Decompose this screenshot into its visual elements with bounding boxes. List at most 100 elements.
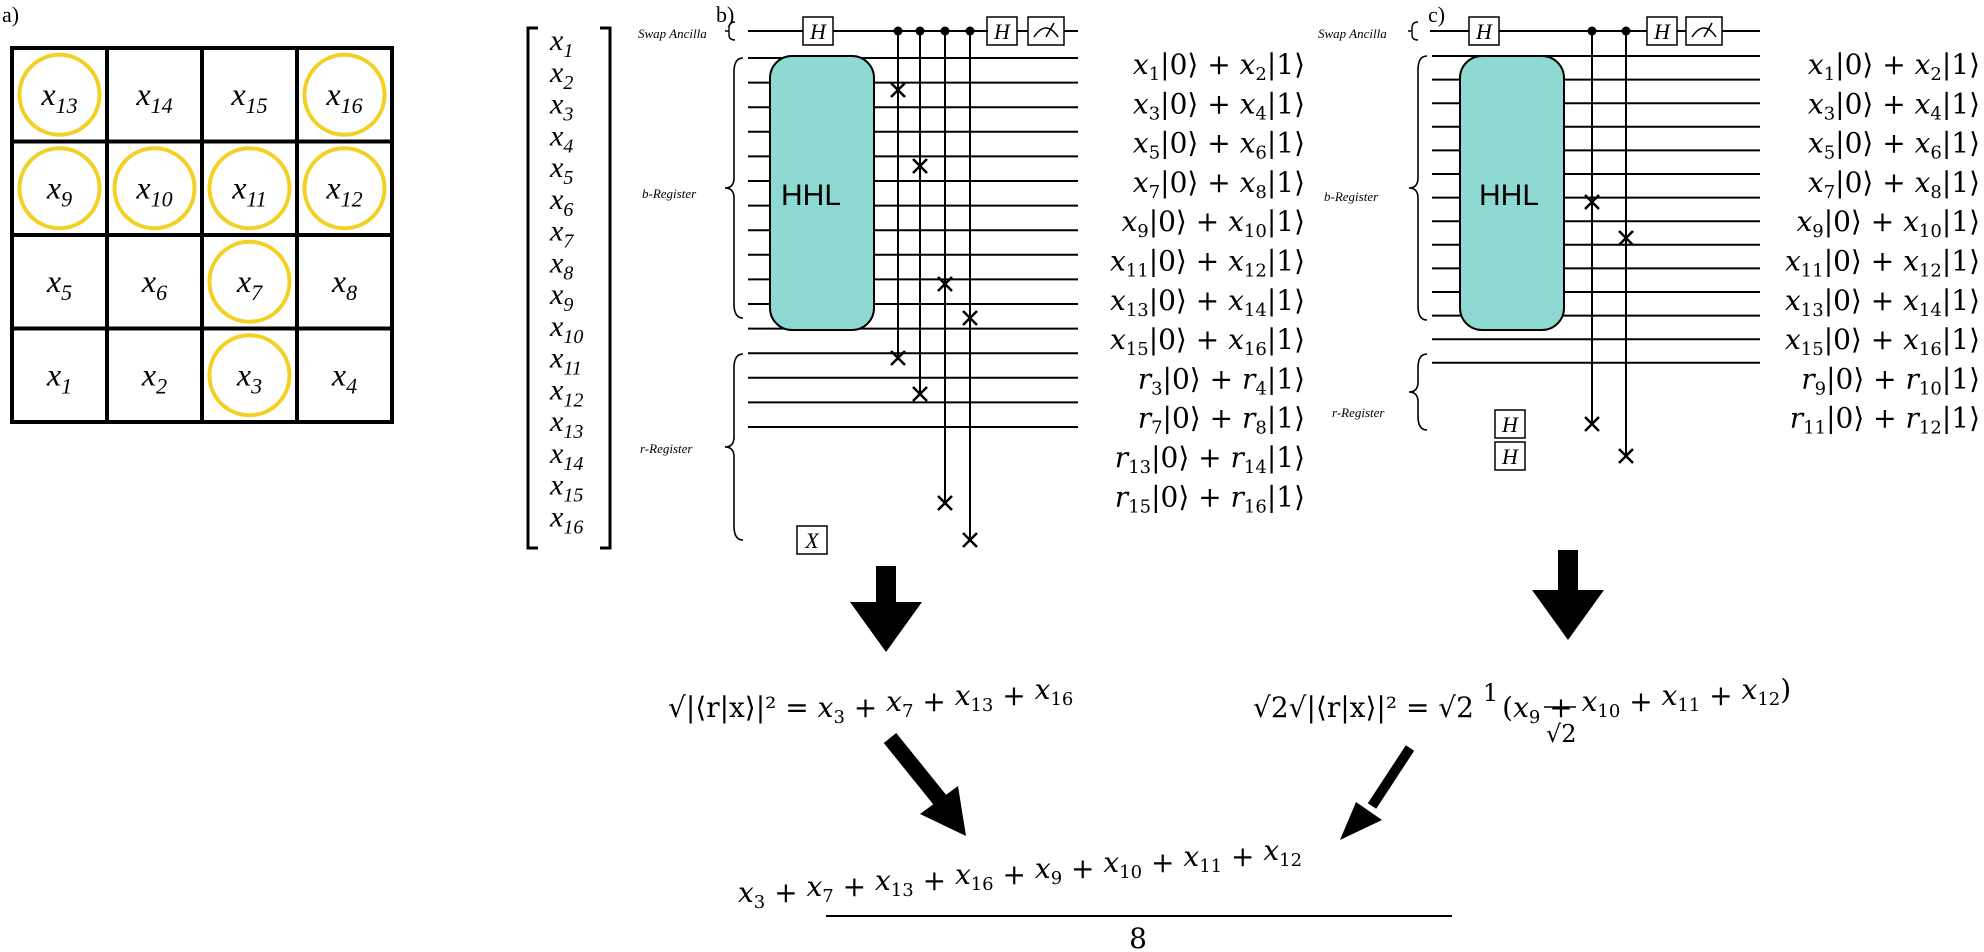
swap-cross — [1618, 230, 1634, 246]
panel-c-states: x1|0⟩ + x2|1⟩x3|0⟩ + x4|1⟩x5|0⟩ + x6|1⟩x… — [1785, 48, 1980, 439]
vector-entry: x13 — [549, 405, 583, 443]
grid-cell-label: x7 — [236, 263, 263, 305]
grid-cell-label: x6 — [141, 263, 167, 305]
grid-cell-label: x11 — [231, 169, 267, 211]
measure-needle — [1703, 22, 1713, 38]
panel-c-result-equation: √2√|⟨r|x⟩|² = √2 1(x9 + x10 + x11 + x12) — [1253, 673, 1791, 728]
swap-cross — [937, 276, 953, 292]
measure-gate — [1027, 16, 1065, 46]
vector-entry: x11 — [549, 342, 582, 380]
highlight-circle — [302, 146, 387, 231]
control-dot — [965, 26, 975, 36]
grid-cell-label: x10 — [135, 169, 172, 211]
highlight-circle — [112, 146, 197, 231]
vector-entry: x16 — [549, 500, 583, 538]
gate-box — [1494, 409, 1526, 439]
measure-arc — [1691, 27, 1717, 38]
vector-entry: x10 — [549, 310, 583, 348]
hhl-block — [769, 55, 875, 331]
grid-cell-label: x2 — [141, 356, 167, 398]
control-dot — [940, 26, 950, 36]
r-register-brace — [1408, 353, 1428, 431]
gate-box — [1468, 16, 1500, 46]
highlight-circle — [207, 239, 292, 324]
grid-cell-label: x16 — [325, 76, 362, 118]
final-numerator: x3 + x7 + x13 + x16 + x9 + x10 + x11 + x… — [738, 834, 1302, 913]
state-label: x15|0⟩ + x16|1⟩ — [1110, 323, 1305, 360]
state-label: r11|0⟩ + r12|1⟩ — [1790, 402, 1980, 439]
vector-entry: x7 — [549, 215, 574, 253]
panel-b-result-equation: √|⟨r|x⟩|² = x3 + x7 + x13 + x16 — [668, 673, 1073, 728]
grid-cell-label: x9 — [46, 169, 72, 211]
state-label: x3|0⟩ + x4|1⟩ — [1133, 87, 1305, 124]
b-register-brace — [724, 57, 744, 319]
panel-c-fraction-denominator: √2 — [1546, 720, 1577, 748]
highlight-circle — [207, 146, 292, 231]
vector-entry: x4 — [549, 119, 573, 157]
gate-label: H — [1653, 19, 1671, 44]
panel-c-b-register-label: b-Register — [1324, 189, 1379, 204]
swap-cross — [912, 386, 928, 402]
grid-cell-label: x1 — [46, 356, 72, 398]
panel-b-r-register-label: r-Register — [640, 441, 693, 456]
grid-cell-label: x14 — [135, 76, 172, 118]
grid-cell-label: x12 — [325, 169, 362, 211]
grid-cell-label: x4 — [331, 356, 357, 398]
measure-needle — [1045, 22, 1055, 38]
swap-cross — [912, 158, 928, 174]
state-label: x1|0⟩ + x2|1⟩ — [1808, 48, 1980, 85]
swap-cross — [962, 310, 978, 326]
state-label: x5|0⟩ + x6|1⟩ — [1133, 127, 1305, 164]
arrow-diag-left — [883, 732, 966, 836]
control-dot — [915, 26, 925, 36]
panel-b-b-register-label: b-Register — [642, 186, 697, 201]
state-label: r3|0⟩ + r4|1⟩ — [1138, 362, 1305, 399]
gate-label: H — [1501, 412, 1519, 437]
vector-entry: x12 — [549, 373, 583, 411]
swap-cross — [1618, 448, 1634, 464]
panel-c-label: c) — [1428, 2, 1445, 27]
vector-bracket-left — [526, 26, 538, 550]
gate-label: H — [1501, 444, 1519, 469]
vector-entry: x5 — [549, 151, 573, 189]
highlight-circle — [17, 146, 102, 231]
state-label: x1|0⟩ + x2|1⟩ — [1133, 48, 1305, 85]
vector-entry: x15 — [549, 469, 583, 507]
swap-cross — [1584, 416, 1600, 432]
panel-a-label: a) — [2, 2, 19, 27]
swap-ancilla-brace — [725, 21, 736, 41]
measure-gate — [1685, 16, 1723, 46]
grid-cell-label: x15 — [230, 76, 267, 118]
hhl-block — [1459, 55, 1565, 331]
panel-c-r-register-label: r-Register — [1332, 405, 1385, 420]
gate-box — [1646, 16, 1678, 46]
gate-label: X — [804, 528, 820, 553]
vector-entry: x8 — [549, 246, 573, 284]
gate-box — [986, 16, 1018, 46]
control-dot — [893, 26, 903, 36]
gate-box — [796, 525, 828, 555]
vector-entry: x2 — [549, 56, 573, 94]
grid-cell-label: x8 — [331, 263, 357, 305]
state-label: r9|0⟩ + r10|1⟩ — [1801, 362, 1980, 399]
swap-cross — [890, 82, 906, 98]
grid-cell-label: x5 — [46, 263, 72, 305]
swap-cross — [890, 350, 906, 366]
state-label: x5|0⟩ + x6|1⟩ — [1808, 127, 1980, 164]
highlight-circle — [302, 52, 387, 137]
swap-cross — [937, 495, 953, 511]
state-label: x11|0⟩ + x12|1⟩ — [1785, 245, 1980, 282]
vector-entry: x1 — [549, 24, 573, 62]
swap-cross — [962, 532, 978, 548]
state-label: x7|0⟩ + x8|1⟩ — [1808, 166, 1980, 203]
r-register-brace — [724, 353, 744, 541]
panel-b-swap-label: Swap Ancilla — [638, 26, 707, 41]
highlight-circle — [207, 333, 292, 418]
panel-b-hhl-label: HHL — [781, 179, 841, 212]
state-label: x15|0⟩ + x16|1⟩ — [1785, 323, 1980, 360]
control-dot — [1621, 26, 1631, 36]
